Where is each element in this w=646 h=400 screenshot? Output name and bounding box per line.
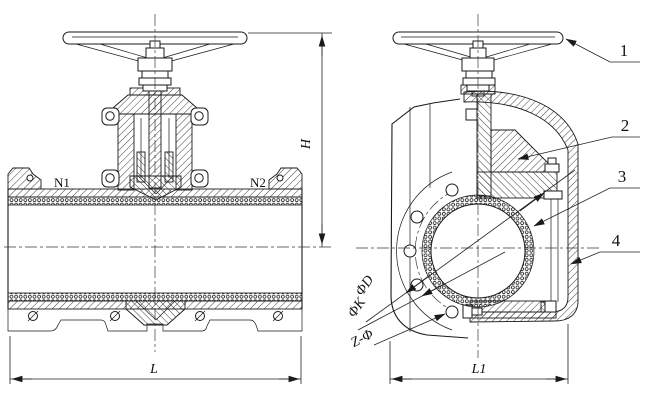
flange-disc-edge [396, 171, 453, 331]
port-label-n1: N1 [54, 175, 70, 190]
callout-3-number: 3 [618, 167, 627, 186]
callout-1-number: 1 [620, 41, 629, 60]
side-view: ΦD ΦK Z-Φ L1 1 2 3 4 [345, 14, 640, 384]
front-view: N1 N2 H L [4, 14, 334, 384]
callout-3: 3 [533, 167, 640, 227]
dimension-length-L: L [9, 336, 302, 384]
foot-hole [27, 310, 284, 322]
port-label-n2: N2 [250, 175, 266, 190]
dim-label-L: L [149, 362, 158, 377]
bolt-circle [414, 189, 457, 313]
cover-stud [544, 157, 560, 173]
callout-2: 2 [517, 116, 640, 160]
bottom-weir-boss [125, 300, 186, 326]
callout-4: 4 [570, 231, 640, 265]
callout-1: 1 [565, 38, 640, 63]
handwheel-spokes [75, 43, 235, 64]
wedge-disc [129, 175, 182, 201]
dim-label-H: H [299, 138, 314, 150]
yoke-ear [101, 107, 209, 188]
handwheel-spokes-side [403, 43, 553, 63]
end-flange-left [7, 167, 42, 190]
dimension-width-L1: L1 [389, 324, 569, 384]
callout-4-number: 4 [612, 231, 621, 250]
dimension-height-H: H [248, 32, 332, 247]
dim-label-L1: L1 [471, 362, 487, 377]
end-flange-right [268, 167, 303, 190]
callout-2-number: 2 [621, 116, 630, 135]
